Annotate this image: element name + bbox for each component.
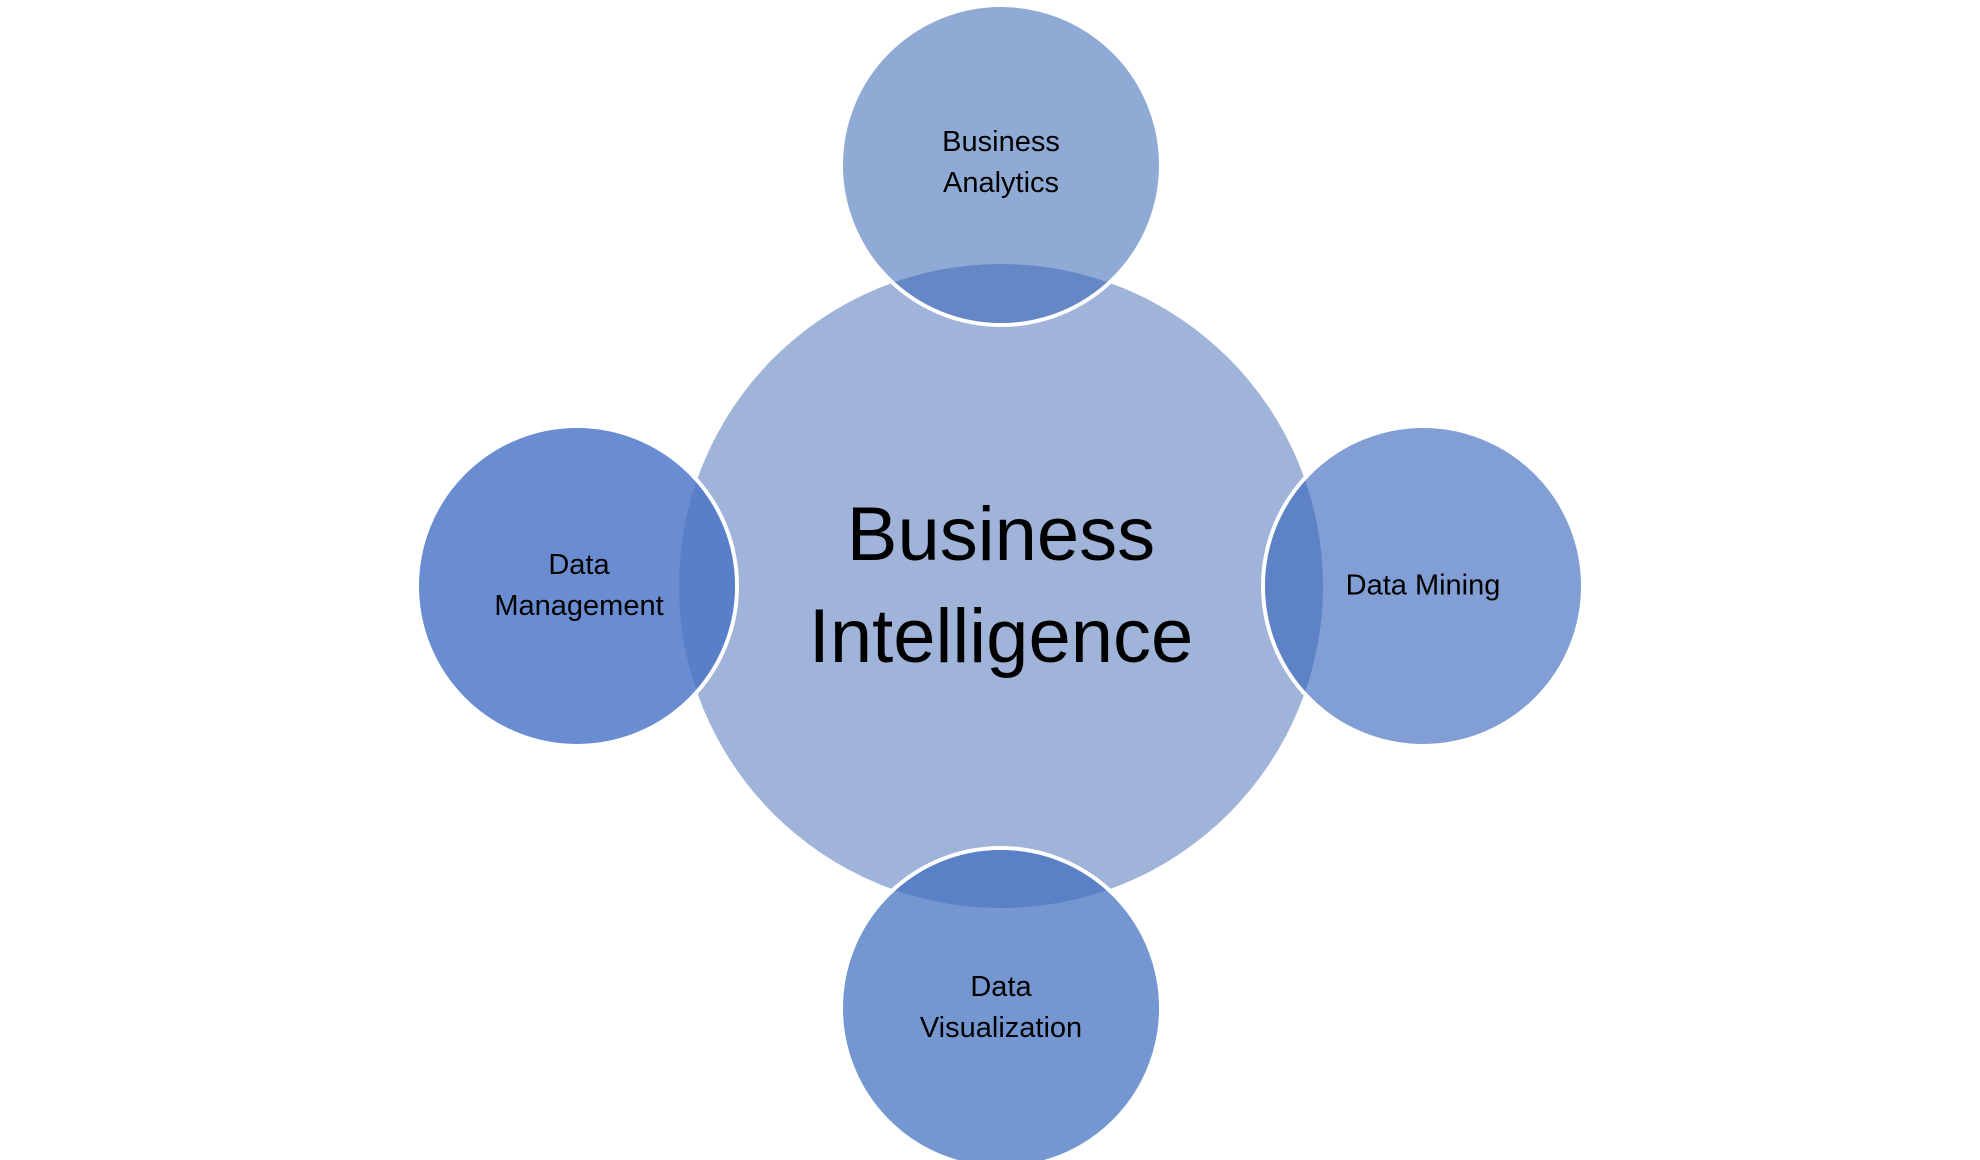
center-circle — [679, 264, 1323, 908]
node-circle-bottom — [839, 846, 1163, 1160]
node-circle-top — [839, 3, 1163, 327]
node-circle-left — [415, 424, 739, 748]
node-circle-right — [1261, 424, 1585, 748]
